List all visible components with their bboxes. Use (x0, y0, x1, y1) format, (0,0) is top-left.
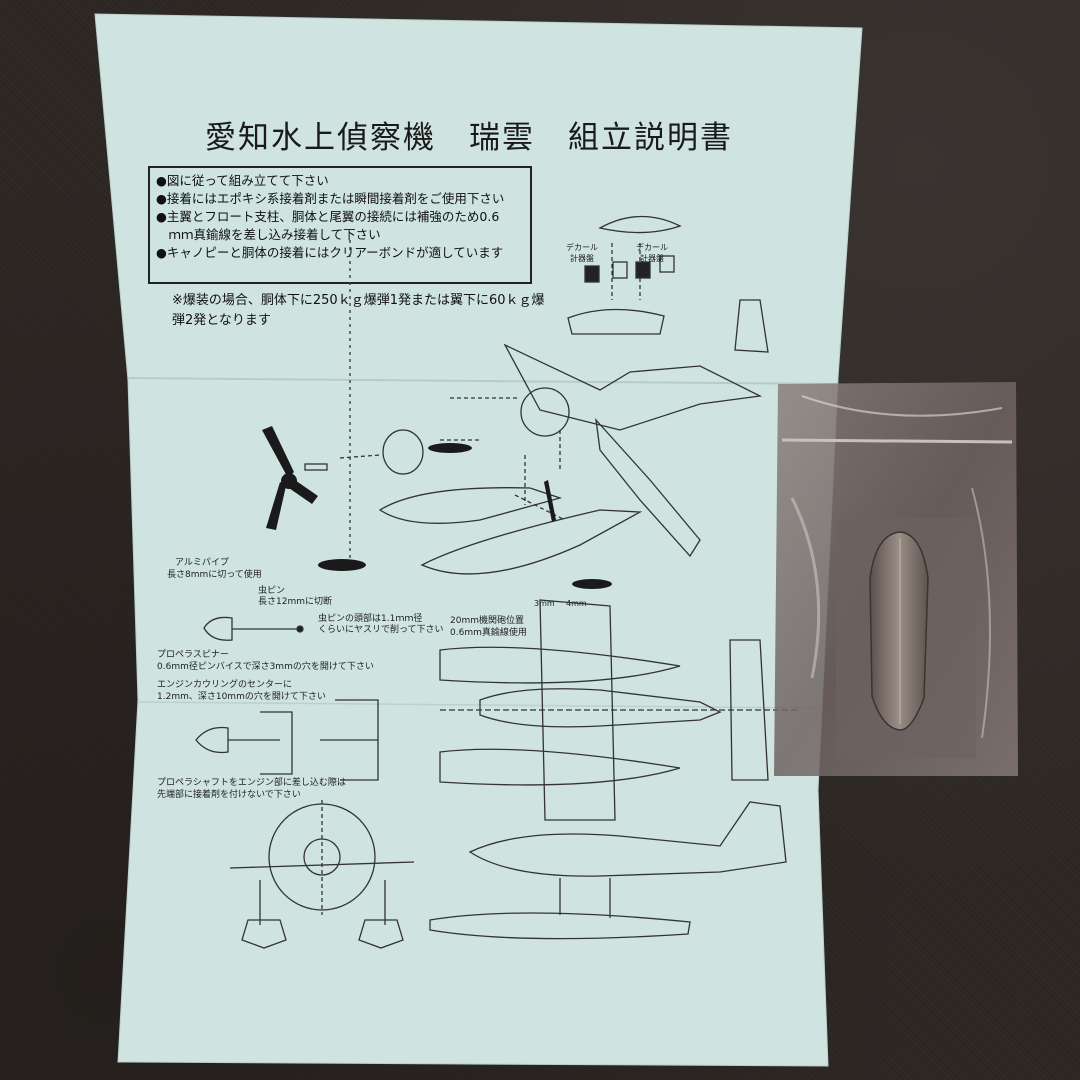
decal-label: デカール (566, 243, 598, 252)
pin-label: 虫ピン (258, 586, 286, 596)
propeller-drawing (262, 426, 318, 530)
paper-fold-crease (137, 701, 819, 709)
shaft-label: プロペラシャフトをエンジン部に差し込む際は (157, 778, 346, 788)
pin-head-label: 虫ピンの頭部は1.1ｍｍ径 (318, 614, 423, 624)
paper-fold-crease (127, 377, 839, 385)
clear-canopy-part (869, 531, 929, 731)
propeller-detail-drawings (195, 616, 379, 781)
fuselage-exploded-drawing (304, 240, 769, 575)
cowl-label: 1.2mm、深さ10mmの穴を開けて下さい (157, 692, 326, 702)
note-line: ●主翼とフロート支柱、胴体と尾翼の接続には補強のため0.6 (156, 209, 500, 224)
note-line: ●キャノピーと胴体の接着にはクリアーボンドが適しています (156, 245, 504, 260)
zip-seal (781, 438, 1013, 444)
canopy-drawing (567, 215, 682, 335)
page-title: 愛知水上偵察機 瑞雲 組立説明書 (205, 120, 733, 156)
alumi-pipe-label: アルミパイプ (175, 558, 229, 568)
top-view-drawing (439, 599, 800, 821)
bomb-drawings (318, 443, 612, 589)
gun-position-label: 20mm機関砲位置 (450, 616, 524, 626)
remark-line: 弾2発となります (172, 313, 271, 328)
remark-line: ※爆装の場合、胴体下に250ｋｇ爆弾1発または翼下に60ｋｇ爆 (172, 293, 545, 308)
shaft-label: 先端部に接着剤を付けないで下さい (157, 790, 301, 800)
note-line: ｍｍ真鍮線を差し込み接着して下さい (156, 227, 381, 242)
note-line: ●図に従って組み立てて下さい (156, 173, 329, 188)
bomb-remark: ※爆装の場合、胴体下に250ｋｇ爆弾1発または翼下に60ｋｇ爆 弾2発となります (172, 291, 562, 331)
decal-label: デカール (636, 243, 668, 252)
assembly-notes-box: ●図に従って組み立てて下さい ●接着にはエポキシ系接着剤または瞬間接着剤をご使用… (148, 166, 532, 284)
panel-label: 計器盤 (640, 254, 664, 263)
spinner-label: プロペラスピナー (157, 650, 229, 660)
pin-head-label: くらいにヤスリで削って下さい (318, 625, 444, 635)
alumi-cut-label: 長さ8mmに切って使用 (167, 570, 262, 580)
front-view-drawing (229, 800, 415, 949)
dimension-label: 4mm (566, 599, 587, 608)
plastic-bag-with-canopy (774, 382, 1018, 776)
cowl-label: エンジンカウリングのセンターに (157, 680, 293, 690)
gun-wire-label: 0.6mm真鍮線使用 (450, 628, 527, 638)
pin-cut-label: 長さ12mmに切断 (258, 597, 332, 607)
dimension-label: 3mm (534, 599, 555, 608)
note-line: ●接着にはエポキシ系接着剤または瞬間接着剤をご使用下さい (156, 191, 505, 206)
panel-label: 計器盤 (570, 254, 594, 263)
spinner-drill-label: 0.6mm径ピンバイスで深さ3mmの穴を開けて下さい (157, 662, 374, 672)
side-view-drawing (429, 801, 787, 940)
